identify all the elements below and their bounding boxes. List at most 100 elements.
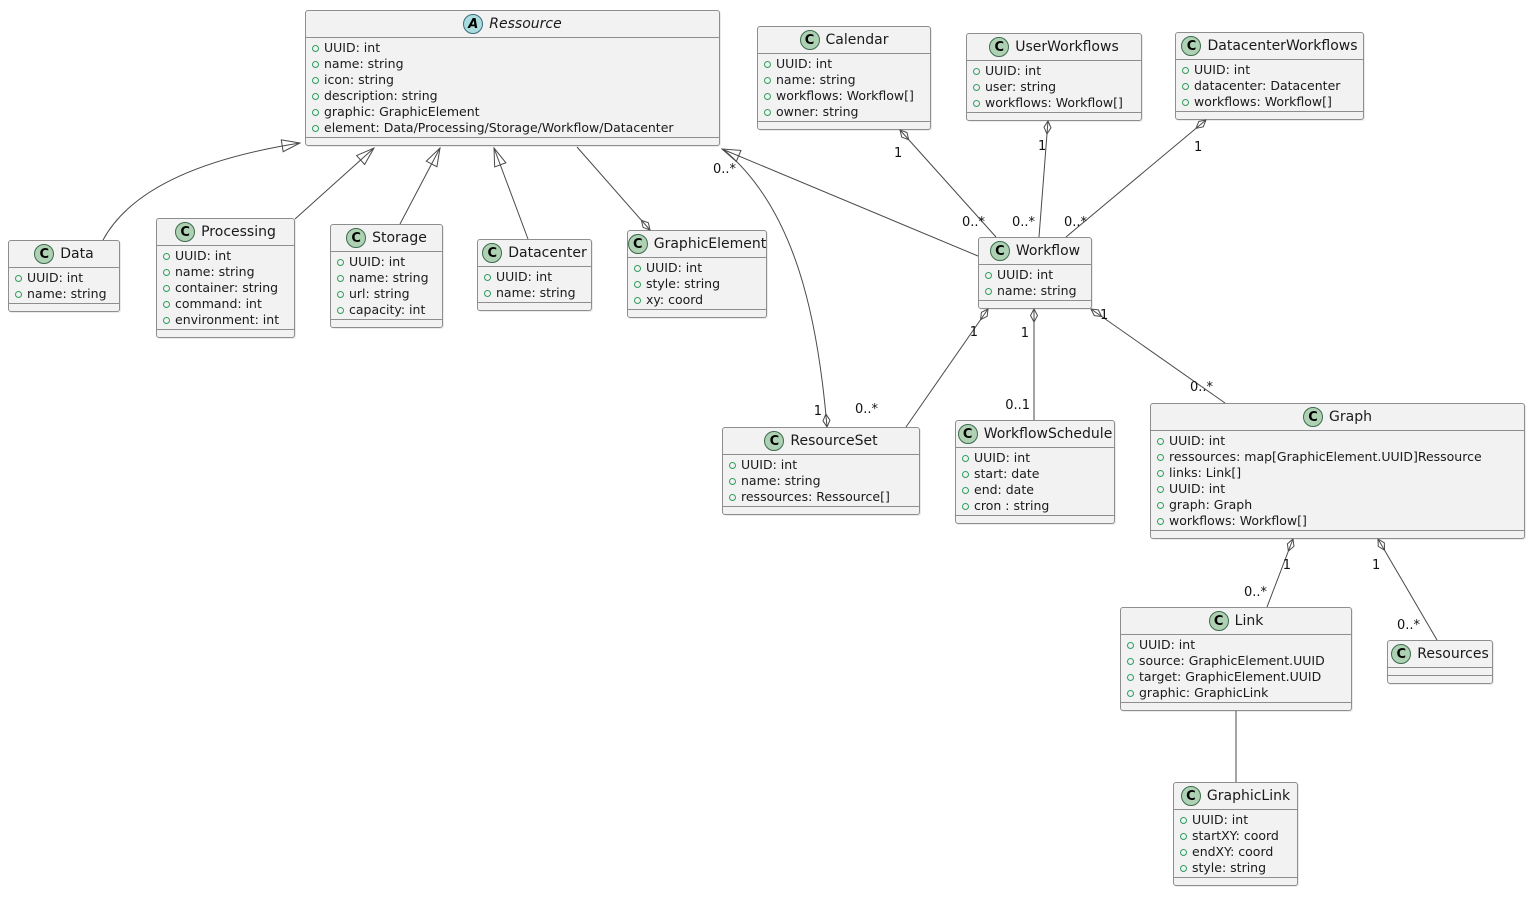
edge-datacenterworkflows-workflow-aggregation [1065, 120, 1206, 238]
class-name: Processing [201, 224, 276, 240]
field-visibility-icon [1127, 657, 1134, 665]
edge-userworkflows-workflow-aggregation [1038, 121, 1048, 238]
methods-compartment [1151, 530, 1524, 538]
methods-compartment [723, 506, 919, 514]
edge-graph-link-aggregation [1266, 539, 1293, 608]
attribute-text: start: date [974, 466, 1040, 481]
attribute-text: graph: Graph [1169, 497, 1253, 512]
class-header: A Ressource [306, 11, 719, 37]
attribute-text: environment: int [175, 312, 280, 327]
field-visibility-icon [634, 280, 641, 288]
class-resources: C Resources [1387, 640, 1493, 684]
attribute: name: string [312, 56, 714, 72]
attribute: name: string [337, 270, 437, 286]
attribute: start: date [962, 466, 1109, 482]
attribute-text: command: int [175, 296, 262, 311]
field-visibility-icon [1180, 816, 1187, 824]
attribute: UUID: int [973, 63, 1136, 79]
attribute-text: cron : string [974, 498, 1050, 513]
class-header: C GraphicElement [627, 231, 767, 257]
field-visibility-icon [1157, 453, 1164, 461]
edge-datacenter-to-ressource-inheritance [494, 148, 529, 240]
attribute: name: string [163, 264, 289, 280]
attribute-text: workflows: Workflow[] [1194, 94, 1332, 109]
class-header: C WorkflowSchedule [956, 421, 1114, 447]
attribute: UUID: int [15, 270, 114, 286]
class-name: Graph [1329, 409, 1372, 425]
attribute-text: style: string [1192, 860, 1267, 875]
attribute: UUID: int [1180, 812, 1292, 828]
attribute: style: string [634, 276, 761, 292]
attribute: UUID: int [1127, 637, 1346, 653]
field-visibility-icon [764, 92, 771, 100]
class-icon: C [764, 431, 785, 451]
attribute: UUID: int [484, 269, 586, 285]
class-name: UserWorkflows [1015, 39, 1119, 55]
multiplicity-label: 0..* [1064, 215, 1088, 230]
attribute: end: date [962, 482, 1109, 498]
multiplicity-label: 0..1 [1005, 398, 1030, 413]
class-header: C DatacenterWorkflows [1176, 33, 1363, 59]
field-visibility-icon [15, 290, 22, 298]
multiplicity-label: 0..* [1190, 380, 1214, 395]
attribute: UUID: int [962, 450, 1109, 466]
multiplicity-label: 1 [1372, 558, 1380, 573]
class-icon: C [346, 228, 367, 248]
field-visibility-icon [1180, 864, 1187, 872]
class-icon: C [1181, 36, 1202, 56]
edge-ressource-graphicelement-aggregation [576, 146, 650, 230]
attribute: description: string [312, 88, 714, 104]
multiplicity-label: 0..* [962, 215, 986, 230]
class-name: Resources [1417, 646, 1489, 662]
edge-workflow-resourceset-aggregation [905, 309, 988, 428]
field-visibility-icon [1182, 82, 1189, 90]
attribute-text: UUID: int [776, 56, 833, 71]
field-visibility-icon [15, 274, 22, 282]
multiplicity-label: 1 [1021, 326, 1029, 341]
field-visibility-icon [962, 454, 969, 462]
class-name: GraphicElement [653, 236, 767, 252]
class-header: C GraphicLink [1174, 783, 1297, 809]
field-visibility-icon [1180, 848, 1187, 856]
attribute: ressources: Ressource[] [729, 489, 914, 505]
multiplicity-label: 1 [1283, 558, 1291, 573]
methods-compartment [956, 515, 1114, 523]
field-visibility-icon [1157, 437, 1164, 445]
class-name: DatacenterWorkflows [1207, 38, 1358, 54]
class-name: Data [60, 246, 94, 262]
attribute-text: user: string [985, 79, 1057, 94]
attribute: UUID: int [634, 260, 761, 276]
edge-calendar-workflow-aggregation [900, 130, 997, 238]
field-visibility-icon [962, 470, 969, 478]
attribute-text: endXY: coord [1192, 844, 1274, 859]
attribute-text: UUID: int [349, 254, 406, 269]
field-visibility-icon [163, 252, 170, 260]
attribute-text: name: string [496, 285, 576, 300]
field-visibility-icon [985, 271, 992, 279]
class-icon: C [1208, 611, 1229, 631]
attribute: command: int [163, 296, 289, 312]
attribute-text: UUID: int [646, 260, 703, 275]
field-visibility-icon [1182, 98, 1189, 106]
class-header: C Resources [1388, 641, 1492, 667]
class-header: C ResourceSet [723, 428, 919, 454]
methods-compartment [157, 329, 294, 337]
attribute: UUID: int [1157, 433, 1519, 449]
field-visibility-icon [1157, 469, 1164, 477]
class-icon: C [482, 243, 503, 263]
multiplicity-label: 0..* [1012, 215, 1036, 230]
field-visibility-icon [985, 287, 992, 295]
field-visibility-icon [312, 124, 319, 132]
